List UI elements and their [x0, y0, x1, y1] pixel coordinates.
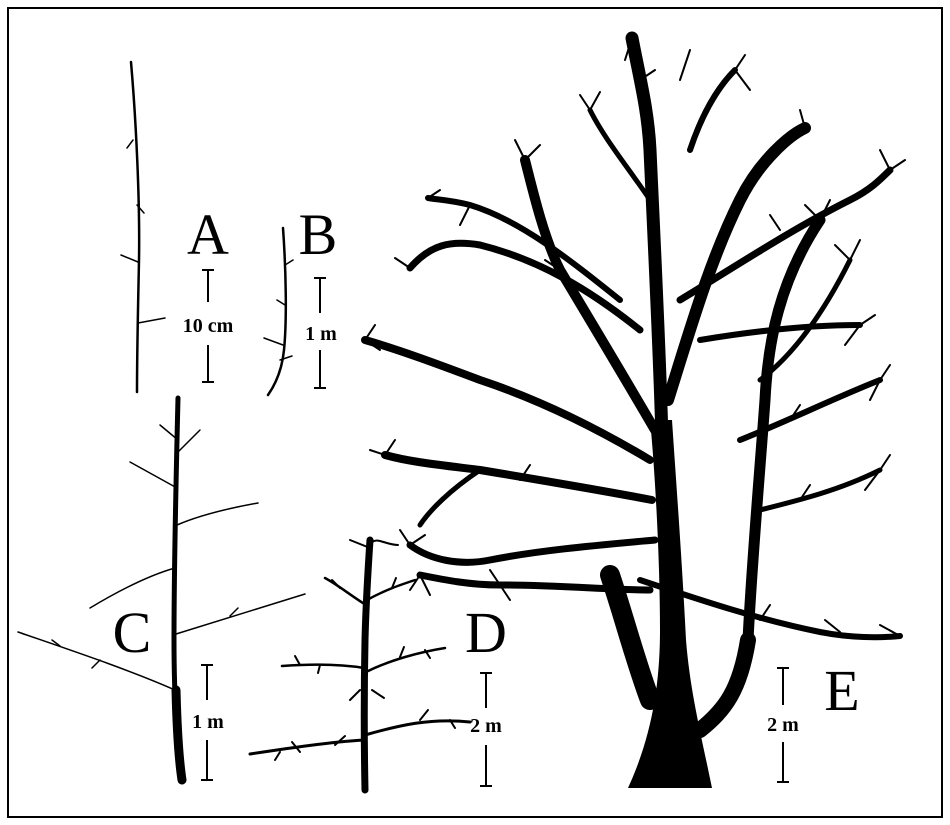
panel-e: E 2 m	[361, 31, 906, 788]
panel-a-scale-label: 10 cm	[183, 315, 234, 337]
panel-a-bud-2	[136, 204, 145, 214]
panel-b-bud-3	[263, 337, 284, 346]
panel-c-lateral-left-top	[159, 424, 179, 441]
panel-c-twig-1	[51, 607, 239, 669]
panel-c-scale-bar-bottom	[201, 740, 213, 781]
panel-b-bud-2	[276, 299, 286, 306]
panel-b-scale-label: 1 m	[305, 323, 337, 345]
panel-a-bud-3	[120, 254, 139, 263]
panel-d-letter: D	[465, 600, 507, 665]
panel-c-trunk-base	[171, 685, 187, 785]
panel-e-scale-bar-top	[777, 667, 789, 705]
figure-border	[7, 7, 943, 818]
panel-e-leader-right-vertical	[742, 214, 826, 646]
panel-e-limb-left-1	[361, 336, 654, 464]
panel-e-limb-left-lower-hang	[417, 467, 483, 528]
panel-e-limb-right-4	[757, 467, 883, 513]
panel-e-limb-right-upper	[687, 67, 738, 153]
panel-e-leader-center	[625, 31, 669, 447]
panel-e-limb-center-left	[587, 107, 653, 203]
panel-d-trunk	[360, 536, 374, 794]
panel-c-lateral-left-mid	[89, 567, 176, 609]
panel-b-scale-bar-top	[314, 277, 326, 313]
panel-c-lateral-right-mid	[175, 593, 306, 635]
panel-e-limb-left-upper	[406, 239, 644, 334]
panel-d-twigs	[274, 577, 456, 761]
panel-e-limb-right-1	[676, 166, 894, 304]
panel-e-scale-label: 2 m	[767, 714, 799, 736]
panel-a-shoot	[129, 60, 141, 394]
panel-a-letter: A	[187, 202, 229, 267]
panel-e-limb-left-3	[406, 536, 659, 566]
panel-d-scale-label: 2 m	[470, 715, 502, 737]
panel-b: B 1 m	[263, 202, 338, 397]
panel-b-bud-4	[279, 355, 293, 361]
panel-c-lateral-left-long	[17, 631, 176, 691]
panel-a-scale-bar-top	[202, 269, 214, 302]
panel-e-limb-right-3	[737, 377, 883, 443]
panel-d-mid-left-branch	[280, 663, 366, 670]
panel-b-letter: B	[299, 202, 338, 267]
panel-d-lower-right-branch	[363, 719, 472, 737]
panel-e-trunk	[628, 420, 712, 788]
panel-e-limb-left-2	[381, 451, 656, 504]
panel-d-upper-left-branch	[323, 576, 368, 607]
panel-e-trunk-root-left	[600, 565, 660, 710]
panel-c: C 1 m	[17, 395, 306, 785]
panel-d-leader-fork	[349, 539, 399, 549]
panel-c-scale-label: 1 m	[192, 711, 224, 733]
panel-a-scale-bar-bottom	[202, 345, 214, 383]
panel-c-lateral-right-upper	[176, 502, 259, 526]
panel-a-bud-4	[137, 317, 166, 324]
panel-a-bud-1	[126, 139, 134, 149]
panel-e-limb-mid-right	[757, 257, 853, 383]
panel-e-limb-left-4	[416, 571, 654, 594]
panel-c-lateral-left-upper	[129, 461, 178, 489]
panel-c-lateral-right-top	[177, 429, 201, 453]
panel-d-lower-left-branch	[248, 738, 366, 756]
panel-e-twigs	[364, 37, 906, 637]
panel-e-limb-right-2	[697, 322, 863, 343]
panel-d: D 2 m	[248, 536, 507, 794]
panel-e-scale-bar-bottom	[777, 742, 789, 783]
panel-c-scale-bar-top	[201, 664, 213, 700]
panel-b-bud-1	[284, 259, 294, 266]
panel-d-mid-right-branch	[364, 646, 447, 674]
panel-e-trunk-root-right	[692, 632, 756, 738]
panel-b-scale-bar-bottom	[314, 350, 326, 389]
panel-b-shoot	[266, 226, 288, 397]
panel-d-scale-bar-bottom	[480, 745, 492, 787]
panel-e-limb-right-low	[637, 577, 903, 641]
panel-e-letter: E	[824, 658, 859, 723]
panel-e-leader-right	[662, 122, 811, 406]
panel-d-scale-bar-top	[480, 672, 492, 708]
panel-c-letter: C	[113, 600, 152, 665]
panel-a: A 10 cm	[120, 60, 234, 394]
panel-d-upper-right-branch	[365, 578, 417, 602]
panel-e-limb-left-top	[425, 195, 623, 303]
